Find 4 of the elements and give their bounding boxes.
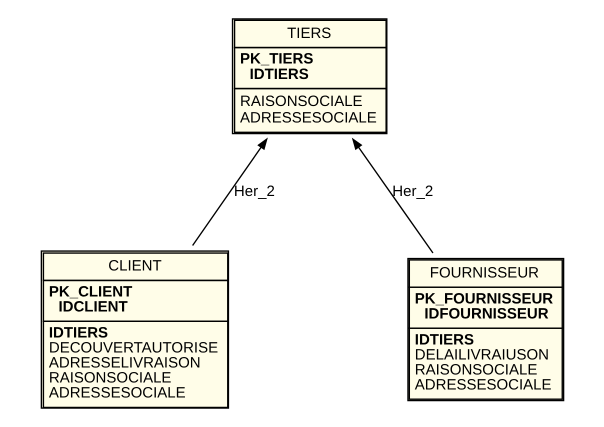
edge-label: Her_2	[392, 183, 433, 200]
arrow	[192, 138, 268, 246]
edge-label: Her_2	[233, 183, 274, 200]
arrow	[351, 138, 434, 254]
